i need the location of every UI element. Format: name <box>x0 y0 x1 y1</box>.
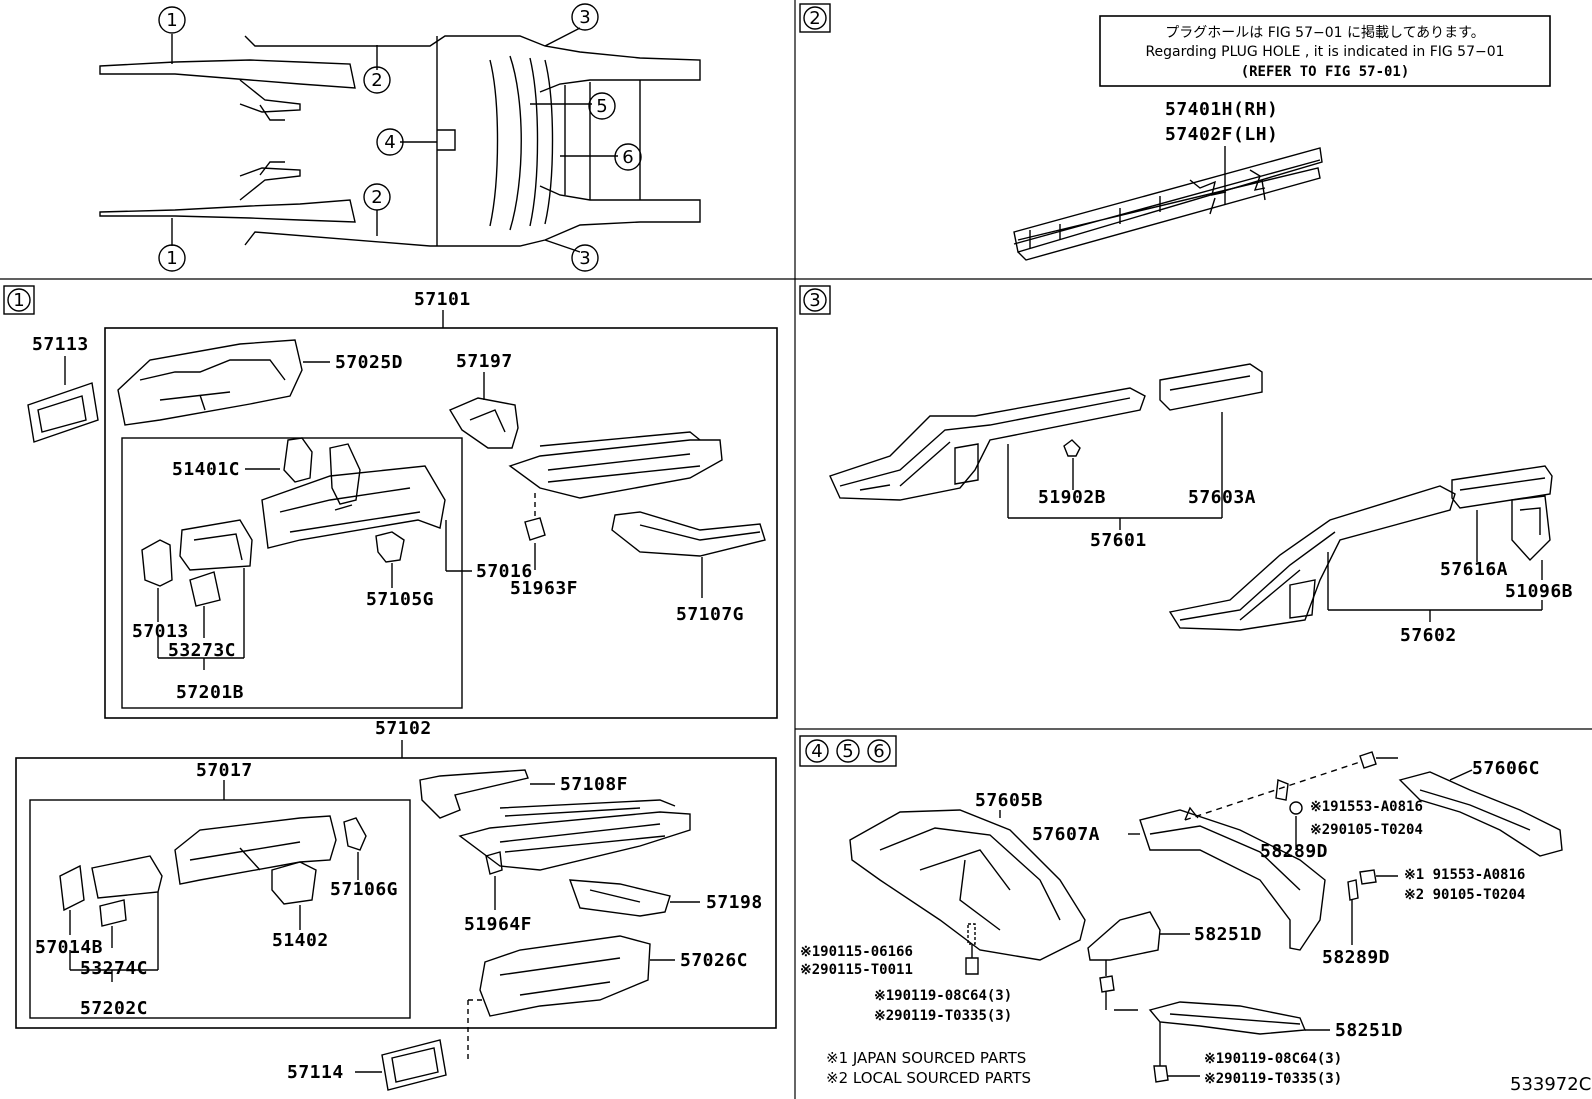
label-51401C: 51401C <box>172 459 240 480</box>
label-290115-T0011: ※290115-T0011 <box>800 962 913 978</box>
label-57616A: 57616A <box>1440 559 1508 580</box>
label-57606C: 57606C <box>1472 758 1540 779</box>
label-2-90105-T0204: ※2 90105-T0204 <box>1404 887 1525 903</box>
label-51902B: 51902B <box>1038 487 1106 508</box>
marker-2b: 2 <box>371 187 382 208</box>
overview-marker-texts: 1 1 2 2 4 3 3 5 6 <box>166 7 633 269</box>
label-57014B: 57014B <box>35 937 103 958</box>
note-line-3: (REFER TO FIG 57-01) <box>1241 64 1410 80</box>
label-51402: 51402 <box>272 930 329 951</box>
legend-japan-sourced: ※1 JAPAN SOURCED PARTS <box>826 1049 1026 1067</box>
label-57402F: 57402F(LH) <box>1165 124 1278 145</box>
marker-1b: 1 <box>166 248 177 269</box>
note-line-2: Regarding PLUG HOLE , it is indicated in… <box>1145 44 1504 60</box>
label-57605B: 57605B <box>975 790 1043 811</box>
label-290119-a: ※290119-T0335(3) <box>874 1008 1012 1024</box>
panel-2 <box>799 3 1551 261</box>
label-51964F: 51964F <box>464 914 532 935</box>
label-53273C: 53273C <box>168 640 236 661</box>
label-57202C: 57202C <box>80 998 148 1019</box>
panel-3-marker: 3 <box>809 290 820 311</box>
panel-3-texts: 3 51902B 57603A 57601 57616A 51096B 5760… <box>809 290 1573 646</box>
panel-456 <box>799 735 1563 1083</box>
marker-4: 4 <box>384 132 395 153</box>
marker-6: 6 <box>622 147 633 168</box>
figure-code: 533972C <box>1510 1074 1591 1095</box>
panel-3 <box>799 285 1553 631</box>
label-58289D-a: 58289D <box>1260 841 1328 862</box>
label-53274C: 53274C <box>80 958 148 979</box>
label-1-91553-A0816: ※1 91553-A0816 <box>1404 867 1525 883</box>
panel-1-marker: 1 <box>13 290 24 311</box>
label-290119-b: ※290119-T0335(3) <box>1204 1071 1342 1087</box>
marker-5: 5 <box>596 96 607 117</box>
label-58251D-b: 58251D <box>1335 1020 1403 1041</box>
label-290105-T0204: ※290105-T0204 <box>1310 822 1423 838</box>
label-57201B: 57201B <box>176 682 244 703</box>
label-57026C: 57026C <box>680 950 748 971</box>
label-57013: 57013 <box>132 621 189 642</box>
label-51963F: 51963F <box>510 578 578 599</box>
panel-1-texts: 1 57101 57113 57025D 57197 51401C 57016 … <box>13 289 744 703</box>
panel-2-texts: 2 プラグホールは FIG 57−01 に掲載してあります。 Regarding… <box>809 8 1504 145</box>
panel-1-lower <box>15 740 777 1091</box>
label-57102: 57102 <box>375 718 432 739</box>
panel-1 <box>3 285 778 719</box>
label-57401H: 57401H(RH) <box>1165 99 1278 120</box>
marker-2a: 2 <box>371 70 382 91</box>
label-190119-a: ※190119-08C64(3) <box>874 988 1012 1004</box>
panel-marker-4: 4 <box>811 741 822 762</box>
label-191553-A0816: ※191553-A0816 <box>1310 799 1423 815</box>
note-line-1: プラグホールは FIG 57−01 に掲載してあります。 <box>1165 25 1485 41</box>
label-57108F: 57108F <box>560 774 628 795</box>
panel-marker-5: 5 <box>842 741 853 762</box>
panel-marker-6: 6 <box>873 741 884 762</box>
panel-456-texts: 4 5 6 57606C 57605B 57607A ※191553-A0816… <box>800 741 1591 1095</box>
label-57105G: 57105G <box>366 589 434 610</box>
label-57113: 57113 <box>32 334 89 355</box>
label-57198: 57198 <box>706 892 763 913</box>
label-51096B: 51096B <box>1505 581 1573 602</box>
overview-underbody <box>99 27 701 253</box>
label-57107G: 57107G <box>676 604 744 625</box>
overview-markers <box>158 3 642 272</box>
label-57106G: 57106G <box>330 879 398 900</box>
marker-3b: 3 <box>579 248 590 269</box>
label-190115-06166: ※190115-06166 <box>800 944 913 960</box>
panel-1-lower-texts: 57102 57017 57108F 57106G 51964F 57198 5… <box>35 718 763 1083</box>
label-57101: 57101 <box>414 289 471 310</box>
marker-3a: 3 <box>579 7 590 28</box>
label-57601: 57601 <box>1090 530 1147 551</box>
label-57025D: 57025D <box>335 352 403 373</box>
label-58251D-a: 58251D <box>1194 924 1262 945</box>
panel-2-marker: 2 <box>809 8 820 29</box>
label-57017: 57017 <box>196 760 253 781</box>
label-57016: 57016 <box>476 561 533 582</box>
label-57607A: 57607A <box>1032 824 1100 845</box>
label-57197: 57197 <box>456 351 513 372</box>
label-58289D-b: 58289D <box>1322 947 1390 968</box>
label-57114: 57114 <box>287 1062 344 1083</box>
label-57602: 57602 <box>1400 625 1457 646</box>
marker-1a: 1 <box>166 10 177 31</box>
legend-local-sourced: ※2 LOCAL SOURCED PARTS <box>826 1069 1031 1087</box>
label-190119-b: ※190119-08C64(3) <box>1204 1051 1342 1067</box>
label-57603A: 57603A <box>1188 487 1256 508</box>
